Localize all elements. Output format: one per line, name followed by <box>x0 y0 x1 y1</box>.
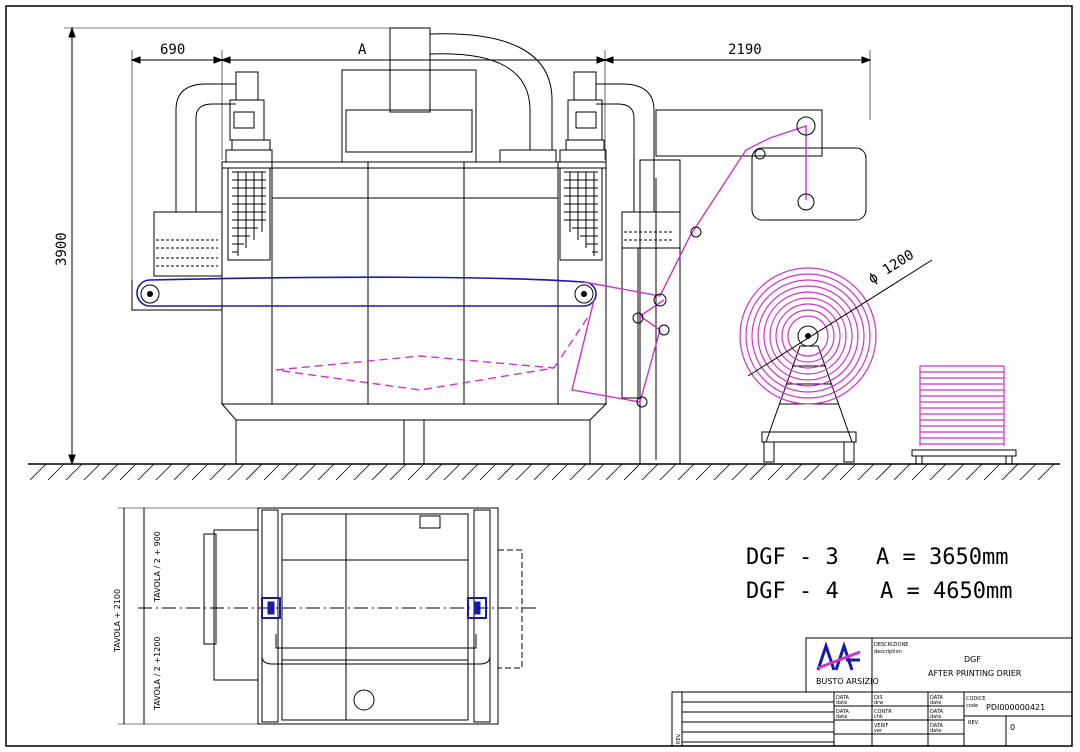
plan-blue-bearings <box>261 597 487 619</box>
model-dgf3-value: A = 3650mm <box>876 545 1008 570</box>
dim-right-width: 2190 <box>728 42 762 58</box>
company-city: BUSTO ARSIZIO <box>816 677 879 686</box>
rev-label: REV. <box>968 720 979 726</box>
plan-view <box>118 507 540 725</box>
field-date-4: date <box>836 700 847 706</box>
guide-rollers <box>632 116 816 408</box>
dim-center-width: A <box>358 42 367 58</box>
model-dgf3-label: DGF - 3 <box>746 545 839 570</box>
field-dis: DIS <box>874 695 883 701</box>
description-label-en: description <box>874 649 902 655</box>
code-label-it: CODICE <box>966 696 985 702</box>
rev-value: 0 <box>1010 723 1015 732</box>
field-chk: chk <box>874 714 883 720</box>
conveyor-roller-left <box>140 284 160 304</box>
plan-dim-upper: TAVOLA / 2 + 900 <box>153 531 162 603</box>
product-name: AFTER PRINTING DRIER <box>928 669 1022 678</box>
field-date-3: date <box>930 728 941 734</box>
plan-dim-total: TAVOLA + 2100 <box>113 589 122 653</box>
conveyor-roller-right <box>574 284 594 304</box>
field-date-2: date <box>930 714 941 720</box>
dim-roll-diameter: ϕ 1200 <box>866 247 917 287</box>
fabric-path <box>275 125 807 403</box>
fabric-roll <box>739 267 877 405</box>
drawing-frame <box>5 5 1073 747</box>
conveyor-belt <box>136 276 597 307</box>
roll-diameter-line <box>747 259 933 377</box>
field-data-1: DATA <box>930 695 943 701</box>
dim-left-width: 690 <box>160 42 185 58</box>
field-data-5: DATA <box>836 709 849 715</box>
field-drw: drw <box>874 700 883 706</box>
title-block <box>671 637 1073 747</box>
code-value: PDI000000421 <box>986 703 1045 712</box>
plan-dim-lower: TAVOLA / 2 +1200 <box>153 637 162 711</box>
model-dgf4-value: A = 4650mm <box>880 579 1012 604</box>
dim-total-height: 3900 <box>54 232 70 266</box>
field-data-3: DATA <box>930 723 943 729</box>
elevation-view <box>28 26 1060 481</box>
field-ver: ver <box>874 728 883 734</box>
field-contr: CONTR <box>874 709 892 715</box>
product-code: DGF <box>964 655 981 664</box>
company-logo <box>816 641 862 672</box>
field-date-5: date <box>836 714 847 720</box>
field-date-1: date <box>930 700 941 706</box>
code-label-en: code <box>966 703 978 709</box>
field-data-4: DATA <box>836 695 849 701</box>
floor-hatching <box>29 463 1055 481</box>
field-verif: VERIF <box>874 723 889 729</box>
field-data-2: DATA <box>930 709 943 715</box>
description-label-it: DESCRIZIONE <box>874 642 908 648</box>
folded-fabric-stack <box>919 365 1005 446</box>
model-dgf4-label: DGF - 4 <box>746 579 839 604</box>
rev-column-label: REV. <box>676 733 682 744</box>
